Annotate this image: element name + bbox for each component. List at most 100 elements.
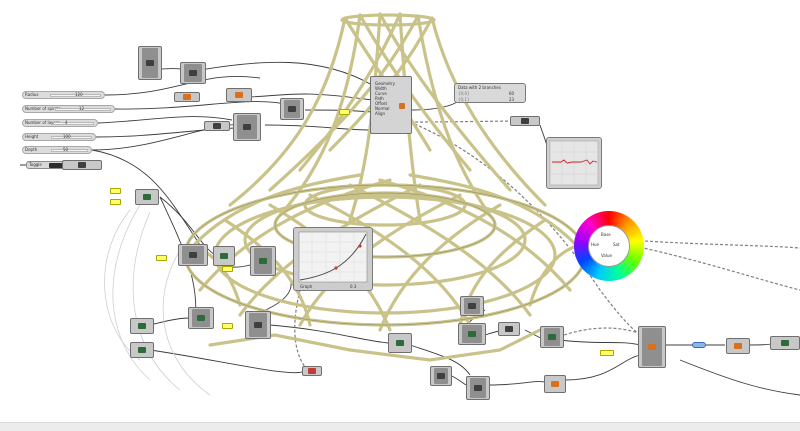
component-node[interactable] (204, 121, 230, 131)
color-wheel-center: Base Hue Sat Value (588, 225, 630, 267)
param-item: Align (375, 111, 386, 116)
component-icon (468, 303, 476, 309)
value-panel[interactable] (156, 255, 167, 261)
component-icon (437, 373, 445, 379)
component-node[interactable] (130, 318, 154, 334)
slider-track[interactable] (53, 122, 94, 125)
slider-label: Number of layers (25, 120, 60, 125)
slider-label: Number of spirals (25, 106, 61, 111)
component-node[interactable] (726, 338, 750, 354)
param-item: Curve (375, 91, 387, 96)
param-list-component[interactable]: Geometry Width Curve Path Offset Normal … (370, 76, 412, 134)
component-node[interactable] (430, 366, 452, 386)
toggle-label: Toggle (29, 162, 42, 167)
component-icon (138, 347, 146, 353)
slider-track[interactable] (51, 136, 92, 139)
component-icon (138, 323, 146, 329)
branch-count: 60 (509, 91, 515, 96)
component-node[interactable] (770, 336, 800, 350)
value-panel[interactable] (339, 109, 350, 115)
value-panel[interactable] (222, 323, 233, 329)
component-icon (254, 322, 262, 328)
component-node[interactable] (460, 296, 484, 316)
gear-icon (551, 381, 559, 387)
slider-value: 120 (75, 92, 83, 97)
component-node[interactable] (540, 326, 564, 348)
component-icon (189, 252, 197, 258)
component-node[interactable] (233, 113, 261, 141)
component-node[interactable] (458, 323, 486, 345)
graph-mapper[interactable]: Graph 0.3 (293, 227, 373, 291)
component-node[interactable] (544, 375, 566, 393)
component-node[interactable] (138, 46, 162, 80)
component-node[interactable] (466, 376, 490, 400)
slider-label: Height (25, 134, 39, 139)
pencil-icon (243, 124, 251, 130)
gear-icon (183, 94, 191, 100)
component-node[interactable] (130, 342, 154, 358)
component-node[interactable] (250, 246, 276, 276)
component-node[interactable] (135, 189, 159, 205)
color-wheel-title: Base (601, 232, 611, 237)
gear-icon (648, 344, 656, 350)
slider-value: 100 (63, 134, 71, 139)
component-node[interactable] (638, 326, 666, 368)
data-panel-title: Data with 2 branches (458, 85, 501, 90)
component-node[interactable] (178, 244, 208, 266)
toggle-switch[interactable] (49, 163, 71, 168)
pencil-icon (189, 70, 197, 76)
component-node[interactable] (188, 307, 214, 329)
slider-number-of-layers[interactable]: Number of layers 4 (22, 119, 98, 127)
slider-depth[interactable]: Depth 50 (22, 146, 92, 154)
value-panel[interactable] (110, 199, 121, 205)
slider-track[interactable] (50, 94, 101, 97)
branch-path: {0;1} (458, 97, 470, 102)
component-icon (308, 368, 316, 374)
pencil-icon (521, 118, 529, 124)
component-node[interactable] (498, 322, 520, 336)
component-icon (288, 106, 296, 112)
component-icon (213, 123, 221, 129)
component-node[interactable] (62, 160, 102, 170)
component-node[interactable] (180, 62, 206, 84)
color-wheel-label: Hue (591, 242, 600, 247)
color-wheel-label: Value (601, 253, 612, 258)
component-icon (146, 60, 154, 66)
component-icon (259, 258, 267, 264)
branch-count: 23 (509, 97, 515, 102)
slider-value: 12 (79, 106, 85, 111)
component-node[interactable] (302, 366, 322, 376)
slider-track[interactable] (51, 149, 88, 152)
param-item: Normal (375, 106, 390, 111)
data-panel[interactable]: Data with 2 branches {0;0} 60 {0;1} 23 (454, 83, 526, 103)
component-node[interactable] (226, 88, 252, 102)
slider-number-of-spirals[interactable]: Number of spirals 12 (22, 105, 115, 113)
value-panel[interactable] (222, 266, 233, 272)
component-icon (468, 331, 476, 337)
refresh-icon (474, 385, 482, 391)
component-node[interactable] (245, 311, 271, 339)
sparkline-panel[interactable] (546, 137, 602, 189)
graph-mapper-label: Graph (300, 284, 313, 289)
component-icon (143, 194, 151, 200)
gear-icon (734, 343, 742, 349)
value-panel[interactable] (110, 188, 121, 194)
color-wheel[interactable]: Base Hue Sat Value (574, 211, 644, 281)
component-icon (197, 315, 205, 321)
component-node[interactable] (510, 116, 540, 126)
slider-label: Depth (25, 147, 38, 152)
relay-node[interactable] (692, 342, 706, 348)
slider-radius[interactable]: Radius 120 (22, 91, 105, 99)
component-icon (548, 334, 556, 340)
component-node[interactable] (388, 333, 412, 353)
value-panel[interactable] (600, 350, 614, 356)
component-node[interactable] (213, 246, 235, 266)
component-node[interactable] (174, 92, 200, 102)
slider-track[interactable] (55, 108, 111, 111)
component-node[interactable] (280, 98, 304, 120)
slider-height[interactable]: Height 100 (22, 133, 96, 141)
branch-path: {0;0} (458, 91, 470, 96)
